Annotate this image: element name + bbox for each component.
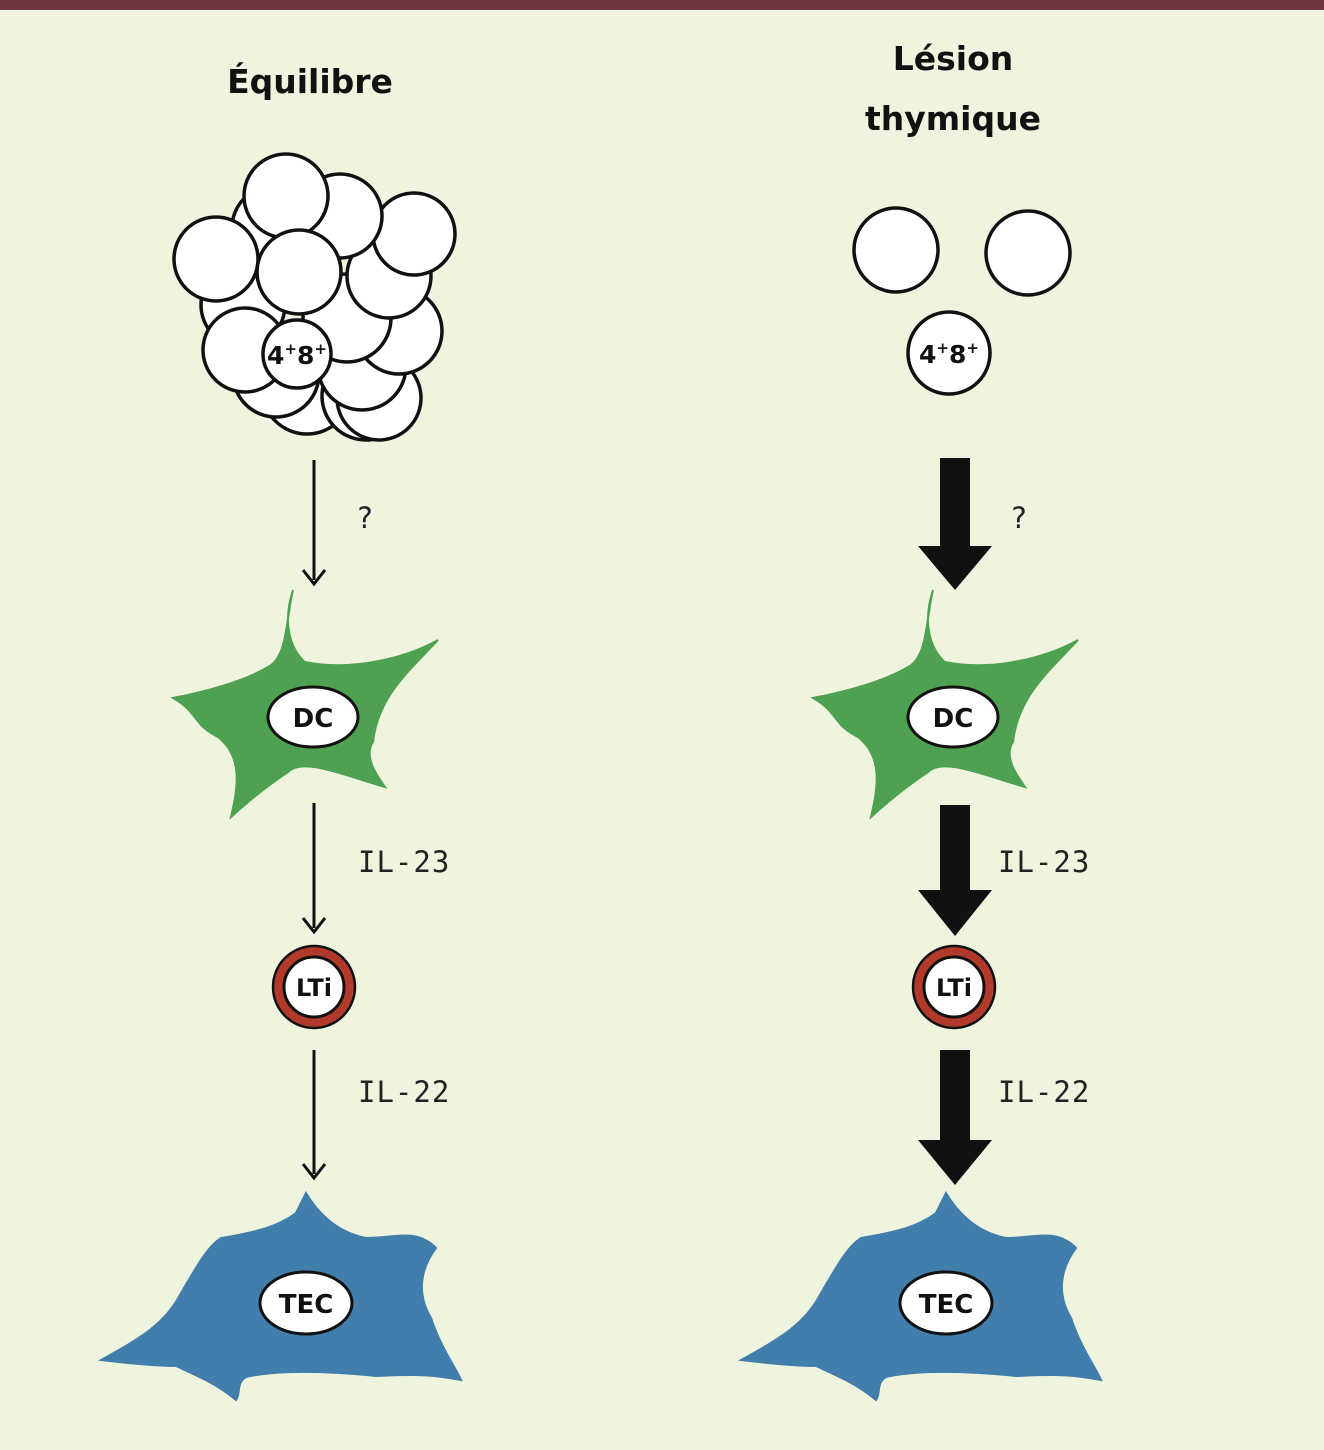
left-arrow-1 — [301, 460, 327, 587]
left-tec-cell: TEC — [100, 1192, 462, 1401]
thymocyte-cd4-cd8 — [261, 318, 333, 390]
left-thymocyte-cluster: 4+8+ — [172, 152, 457, 442]
thymocyte — [371, 191, 457, 277]
right-arrow-3 — [918, 1050, 992, 1185]
thymocyte — [255, 228, 343, 316]
thymocyte — [984, 209, 1072, 297]
right-dc-label: DC — [933, 704, 974, 734]
left-dc-cell: DC — [172, 589, 439, 818]
thymocyte — [852, 206, 940, 294]
left-arrow-3-label: IL-22 — [358, 1075, 450, 1109]
dc-nucleus — [266, 685, 360, 749]
right-thymocytes: 4+8+ — [852, 206, 1072, 396]
thymocyte — [242, 152, 330, 240]
right-lti-label: LTi — [936, 974, 972, 1002]
left-dc-label: DC — [293, 704, 334, 734]
thymocyte-cd4-cd8 — [906, 310, 992, 396]
right-lti-cell: LTi — [911, 944, 997, 1030]
right-arrow-2 — [918, 805, 992, 936]
lti-nucleus — [282, 955, 346, 1019]
left-column: Équilibre 4+8+ ? — [100, 61, 462, 1401]
right-title-line1: Lésion — [893, 39, 1014, 78]
left-thymocyte-label: 4+8+ — [267, 340, 327, 370]
left-arrow-3 — [301, 1050, 327, 1181]
right-tec-label: TEC — [919, 1290, 974, 1320]
left-arrow-2 — [301, 803, 327, 935]
top-bar — [0, 0, 1324, 10]
tec-nucleus — [258, 1270, 354, 1336]
right-arrow-1 — [918, 458, 992, 590]
left-arrow-1-label: ? — [356, 501, 374, 535]
right-arrow-2-label: IL-23 — [998, 845, 1090, 879]
right-arrow-3-label: IL-22 — [998, 1075, 1090, 1109]
dc-nucleus — [906, 685, 1000, 749]
right-title-line2: thymique — [865, 99, 1041, 138]
left-arrow-2-label: IL-23 — [358, 845, 450, 879]
left-title: Équilibre — [227, 61, 393, 101]
lti-nucleus — [922, 955, 986, 1019]
tec-nucleus — [898, 1270, 994, 1336]
right-tec-cell: TEC — [740, 1192, 1102, 1401]
right-thymocyte-label: 4+8+ — [919, 339, 979, 369]
right-column: Lésion thymique 4+8+ ? DC IL-23 — [740, 39, 1102, 1401]
right-dc-cell: DC — [812, 589, 1079, 818]
left-tec-label: TEC — [279, 1290, 334, 1320]
right-arrow-1-label: ? — [1010, 501, 1028, 535]
left-lti-cell: LTi — [271, 944, 357, 1030]
thymocyte — [172, 215, 260, 303]
left-lti-label: LTi — [296, 974, 332, 1002]
